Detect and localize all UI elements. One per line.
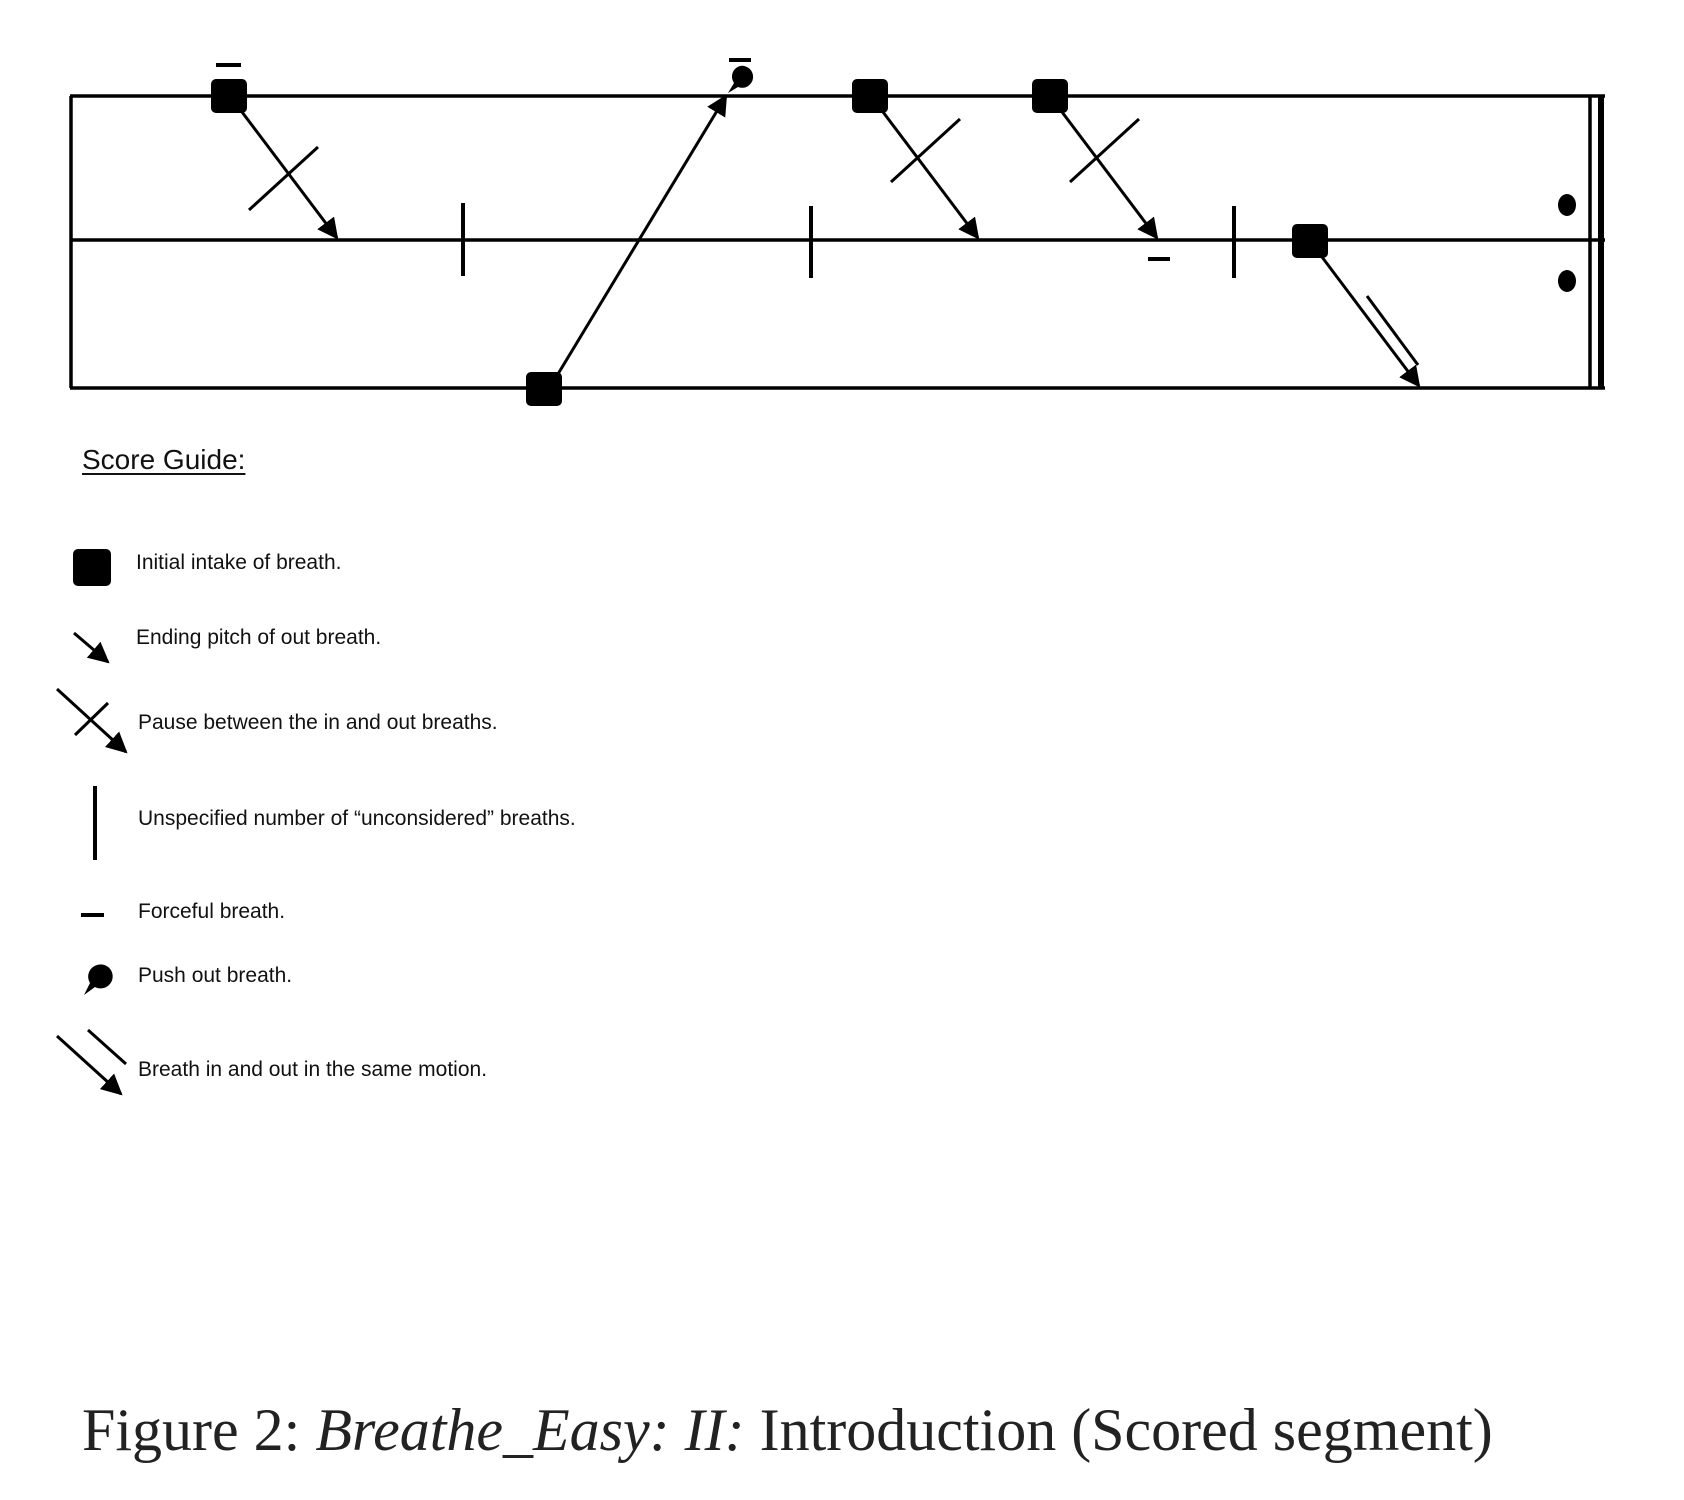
cross-arrow-icon	[55, 687, 128, 754]
initial-intake-square	[526, 372, 562, 406]
caption-prefix: Figure 2:	[82, 1397, 316, 1463]
legend-label-unconsidered: Unspecified number of “unconsidered” bre…	[138, 807, 576, 830]
legend-label-ending-pitch: Ending pitch of out breath.	[136, 626, 382, 649]
breath-staff	[69, 94, 1605, 390]
legend-label-intake: Initial intake of breath.	[136, 551, 342, 574]
caption-suffix: Introduction (Scored segment)	[744, 1397, 1493, 1463]
push-dot-icon	[84, 964, 113, 995]
legend-label-forceful: Forceful breath.	[138, 900, 286, 923]
score-guide-icons	[55, 549, 128, 1096]
same-motion-stroke	[1365, 295, 1420, 366]
score-guide-heading: Score Guide:	[82, 444, 246, 475]
square-icon	[73, 549, 111, 586]
push-out-breath-dot	[728, 65, 754, 93]
arrow-icon	[73, 631, 110, 664]
out-breath-arrow	[1320, 256, 1421, 388]
out-breath-arrow	[556, 94, 728, 375]
legend-label-same-motion: Breath in and out in the same motion.	[138, 1058, 488, 1081]
initial-intake-square	[211, 79, 247, 113]
legend-label-pause: Pause between the in and out breaths.	[138, 711, 498, 734]
repeat-dot-lower	[1558, 270, 1576, 292]
pause-cross-stroke	[247, 145, 320, 212]
initial-intake-square	[1292, 224, 1328, 258]
repeat-dot-upper	[1558, 194, 1576, 216]
pause-cross-stroke	[1068, 117, 1141, 184]
legend-label-push-out: Push out breath.	[138, 964, 293, 987]
caption-title: Breathe_Easy: II:	[315, 1397, 745, 1463]
out-breath-arrow	[881, 111, 980, 240]
initial-intake-square	[852, 79, 888, 113]
figure-caption: Figure 2: Breathe_Easy: II: Introduction…	[82, 1396, 1493, 1465]
double-arrow-icon	[55, 1028, 128, 1096]
initial-intake-square	[1032, 79, 1068, 113]
pause-cross-stroke	[889, 117, 962, 184]
out-breath-arrow	[1060, 111, 1159, 240]
